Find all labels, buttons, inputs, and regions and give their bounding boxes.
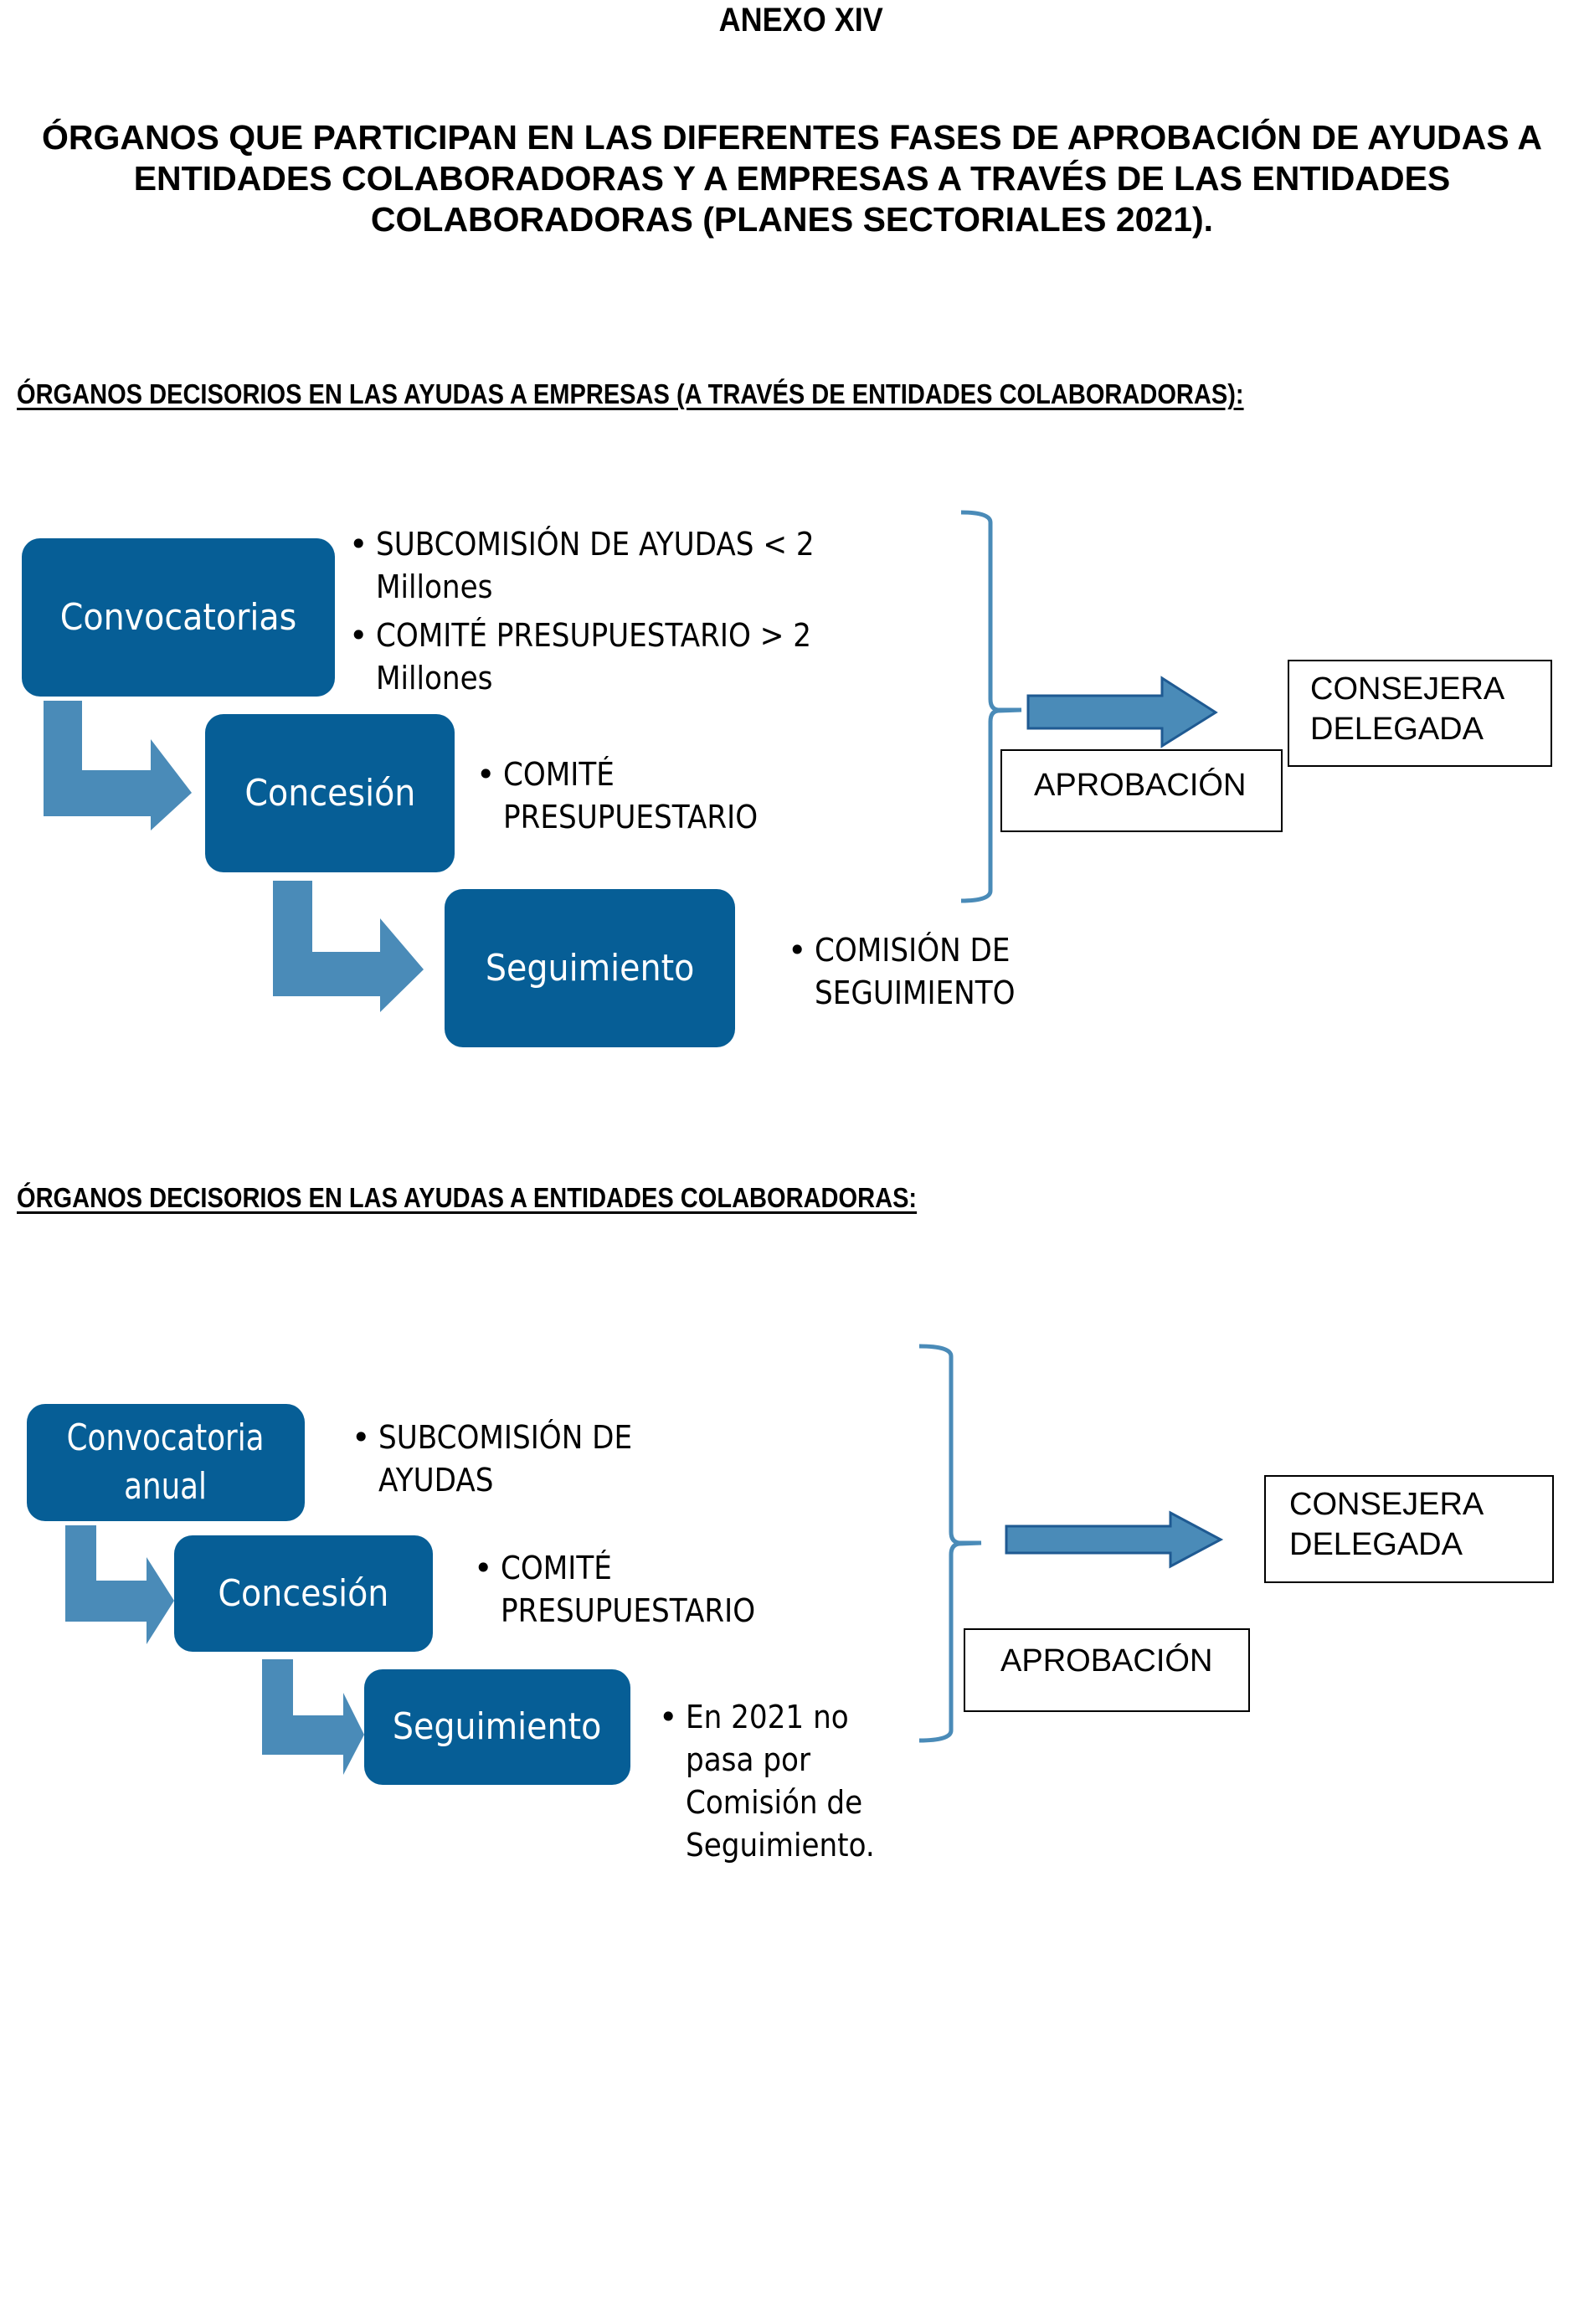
page-title-line: ENTIDADES COLABORADORAS Y A EMPRESAS A T…: [133, 159, 1451, 198]
approver-line: CONSEJERA: [1289, 1487, 1484, 1522]
flow-arrow-icon: [273, 881, 424, 1012]
approver-line: DELEGADA: [1289, 1527, 1463, 1562]
approval-box: APROBACIÓN: [1000, 749, 1283, 832]
phase-box-seguimiento: Seguimiento: [445, 889, 735, 1047]
phase-box-seguimiento-2: Seguimiento: [364, 1669, 630, 1785]
approval-label: APROBACIÓN: [1034, 768, 1247, 803]
approval-box-2: APROBACIÓN: [964, 1628, 1250, 1712]
approval-arrow-icon: [1026, 676, 1218, 748]
phase-box-convocatoria-anual: Convocatoria anual: [27, 1404, 305, 1521]
page-title-line: COLABORADORAS (PLANES SECTORIALES 2021).: [370, 200, 1214, 239]
bracket-icon: [918, 1344, 982, 1743]
flow-arrow-icon: [44, 701, 192, 830]
phase-label: Concesión: [218, 1571, 389, 1615]
phase-box-concesion-2: Concesión: [174, 1535, 433, 1652]
phase-box-convocatorias: Convocatorias: [22, 538, 335, 697]
flow-arrow-icon: [262, 1659, 364, 1775]
phase-label: anual: [124, 1465, 208, 1508]
approver-box-2: CONSEJERA DELEGADA: [1264, 1475, 1554, 1583]
section-heading-companies: ÓRGANOS DECISORIOS EN LAS AYUDAS A EMPRE…: [17, 378, 1244, 409]
phase-label: Seguimiento: [485, 946, 695, 990]
approver-line: CONSEJERA: [1310, 671, 1505, 707]
approval-label: APROBACIÓN: [1000, 1643, 1213, 1679]
page-title-line: ÓRGANOS QUE PARTICIPAN EN LAS DIFERENTES…: [41, 118, 1543, 157]
flow-arrow-icon: [65, 1525, 174, 1644]
approver-box: CONSEJERA DELEGADA: [1288, 660, 1552, 767]
page-title: ÓRGANOS QUE PARTICIPAN EN LAS DIFERENTES…: [0, 117, 1584, 240]
annex-label: ANEXO XIV: [718, 2, 883, 39]
approver-line: DELEGADA: [1310, 712, 1484, 747]
section-heading-entities: ÓRGANOS DECISORIOS EN LAS AYUDAS A ENTID…: [17, 1182, 918, 1213]
phase-label: Convocatoria: [67, 1417, 265, 1459]
phase-box-concesion: Concesión: [205, 714, 455, 872]
bracket-icon: [960, 510, 1022, 903]
phase-label: Seguimiento: [393, 1705, 602, 1748]
phase-label: Concesión: [244, 771, 416, 815]
phase-label: Convocatorias: [59, 595, 297, 639]
approval-arrow-icon: [1005, 1510, 1224, 1569]
